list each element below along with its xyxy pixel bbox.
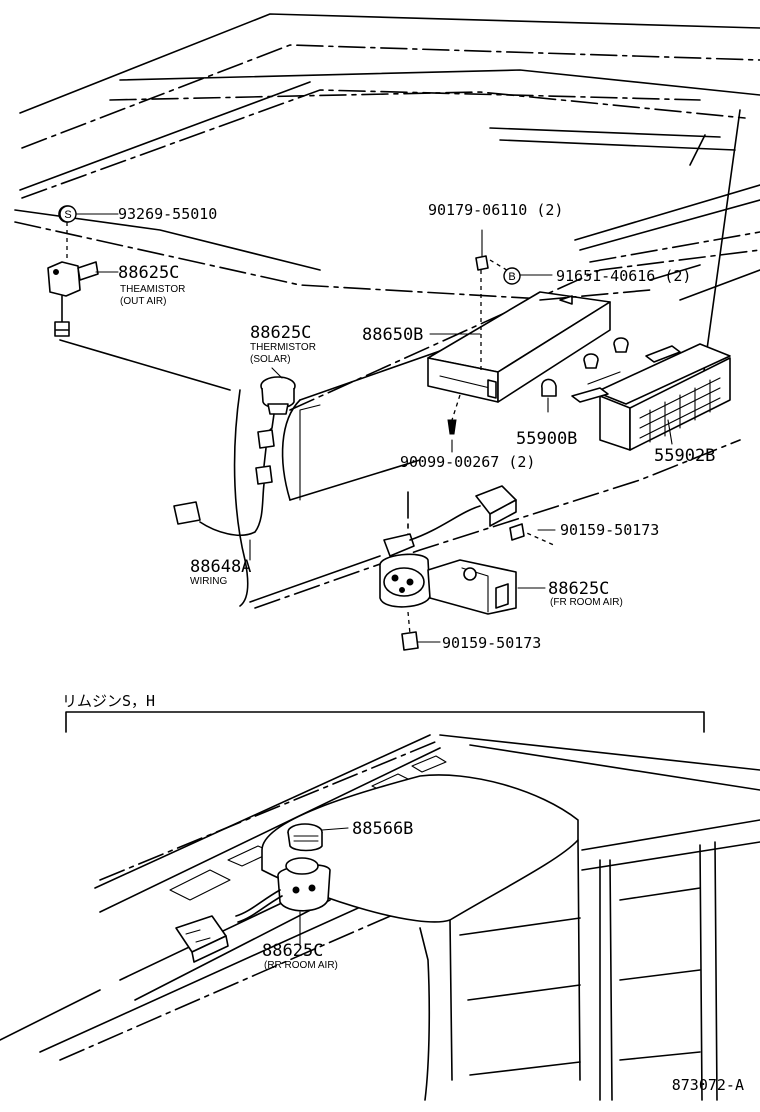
callout-93269: 93269-55010 xyxy=(118,205,217,223)
upper-vehicle-outline xyxy=(14,13,760,609)
callout-88625c-rr-sub: (RR ROOM AIR) xyxy=(264,960,338,971)
marker-s: S xyxy=(59,205,77,223)
callout-88648a-sub: WIRING xyxy=(190,576,227,587)
lower-vehicle-outline xyxy=(0,734,760,1101)
callout-88625c-fr: 88625C xyxy=(548,579,609,599)
callout-88625c-fr-sub: (FR ROOM AIR) xyxy=(550,597,623,608)
section-bracket xyxy=(65,711,705,733)
svg-text:B: B xyxy=(508,271,515,283)
callout-88566b: 88566B xyxy=(352,819,413,839)
wiring-harness[interactable] xyxy=(173,465,273,537)
svg-text:S: S xyxy=(64,209,71,221)
callout-88625c-rr: 88625C xyxy=(262,941,323,961)
section-header: リムジンS，H xyxy=(62,692,155,710)
callout-90179: 90179-06110 (2) xyxy=(428,201,563,219)
callout-88625c-out-sub2: (OUT AIR) xyxy=(120,296,166,307)
marker-b: B xyxy=(503,267,521,285)
callout-88625c-solar: 88625C xyxy=(250,323,311,343)
screw-90099[interactable] xyxy=(447,394,461,435)
callout-90159-b: 90159-50173 xyxy=(442,634,541,652)
callout-91651: 91651-40616 (2) xyxy=(556,267,691,285)
rr-room-air-sensor[interactable] xyxy=(175,857,331,963)
fr-room-air-sensor[interactable] xyxy=(379,485,557,651)
callout-55900b: 55900B xyxy=(516,429,577,449)
callout-88625c-solar-sub2: (SOLAR) xyxy=(250,354,291,365)
clip-55900b[interactable] xyxy=(541,337,629,397)
solar-thermistor[interactable] xyxy=(257,376,296,467)
control-panel-55902b[interactable] xyxy=(571,343,731,451)
figure-number: 873072-A xyxy=(672,1076,744,1094)
leader-lines-upper xyxy=(75,213,673,643)
callout-88625c-out: 88625C xyxy=(118,263,179,283)
grille-88566b[interactable] xyxy=(287,823,349,852)
out-air-thermistor[interactable] xyxy=(47,205,99,337)
callout-88625c-out-sub1: THEAMISTOR xyxy=(120,284,185,295)
callout-88625c-solar-sub1: THERMISTOR xyxy=(250,342,316,353)
callout-90159-a: 90159-50173 xyxy=(560,521,659,539)
callout-88648a: 88648A xyxy=(190,557,251,577)
callout-55902b: 55902B xyxy=(654,446,715,466)
callout-88650b: 88650B xyxy=(362,325,423,345)
callout-90099: 90099-00267 (2) xyxy=(400,453,535,471)
